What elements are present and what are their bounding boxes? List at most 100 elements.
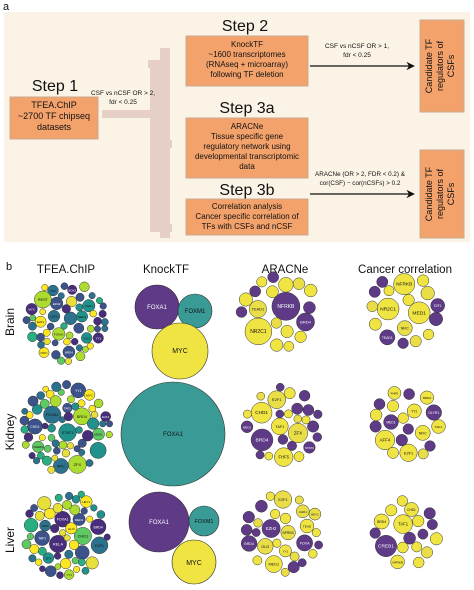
aracne-liver-bubble <box>255 499 268 513</box>
cancer-kidney-bubble-label: FHF5 <box>391 392 399 396</box>
step1-box <box>9 96 99 140</box>
aracne-liver-bubble-label: EZH2 <box>266 526 277 531</box>
tfea-brain-bubble <box>51 339 59 347</box>
cancer-liver-bubble <box>369 527 381 539</box>
aracne-liver-bubble <box>252 555 263 566</box>
aracne-liver-cluster: EZH2FOXAMED1BRD4CHD1E2F1YY1TEADNFRKBGLI3… <box>240 490 323 577</box>
tfea-brain-bubble <box>47 310 61 323</box>
cancer-brain-bubble <box>420 286 435 301</box>
tfea-liver-bubble-label: ZFX <box>46 557 52 561</box>
step3-criteria-line1: ARACNe (OR > 2, FDR < 0.2) & <box>315 171 406 178</box>
knocktf-kidney-label-1: FOXA1 <box>163 432 183 438</box>
cancer-kidney-bubble <box>375 430 395 450</box>
panel-b: b TFEA.ChIP KnockTF ARACNe Cancer correl… <box>3 261 452 585</box>
tfea-liver-bubble <box>69 504 81 516</box>
tfea-brain-bubble <box>60 282 69 290</box>
tfea-liver-bubble <box>71 557 79 565</box>
tfea-liver-bubble <box>34 510 45 521</box>
tfea-brain-bubble <box>51 350 61 360</box>
tfea-brain-bubble <box>63 311 78 325</box>
tfea-kidney-bubble-label: NFIC <box>57 465 65 469</box>
tfea-liver-bubble <box>59 529 67 537</box>
cancer-brain-bubble <box>408 301 431 324</box>
tfea-liver-bubble-label: GLI3 <box>68 527 75 531</box>
tfea-kidney-bubble <box>23 432 34 442</box>
tfea-brain-bubble <box>93 316 102 326</box>
tfea-kidney-bubble <box>85 459 94 467</box>
tfea-liver-bubble-label: BRD4 <box>94 525 103 529</box>
tfea-liver-bubble-label: E2F1 <box>95 544 104 548</box>
tfea-kidney-bubble <box>19 415 30 426</box>
tfea-liver-bubble <box>54 493 63 502</box>
cancer-kidney-bubble-label: BRD4 <box>423 396 431 400</box>
step3a-line4: developmental transcriptomic <box>195 152 299 161</box>
cancer-brain-bubble-label: NFIC <box>401 327 409 331</box>
step3a-box <box>185 117 309 179</box>
output-bottom-line2: regulators of <box>435 168 445 219</box>
tfea-kidney-bubble-label: YY1 <box>75 389 82 393</box>
aracne-kidney-bubble <box>275 382 285 392</box>
column-header-knocktf: KnockTF <box>143 264 189 276</box>
aracne-liver-bubble <box>240 535 258 552</box>
step2-heading: Step 2 <box>222 18 268 35</box>
cancer-liver-bubble <box>396 495 408 507</box>
step2-criteria-line2: fdr < 0.25 <box>343 52 371 59</box>
tfea-liver-bubble <box>64 549 74 559</box>
cancer-brain-bubble <box>368 285 381 298</box>
aracne-liver-bubble <box>308 507 322 521</box>
aracne-brain-bubble <box>294 330 307 343</box>
tfea-brain-bubble <box>29 314 37 322</box>
knocktf-brain-label-1: FOXA1 <box>147 305 167 311</box>
cancer-kidney-bubble <box>397 412 409 424</box>
aracne-brain-bubble-label: TEAD1 <box>252 307 265 312</box>
step2-line2: ~1600 transcriptomes <box>208 50 285 59</box>
row-label-kidney: Kidney <box>3 414 17 451</box>
cancer-brain-bubble-label: NFRKB <box>396 282 412 288</box>
cancer-kidney-bubble <box>395 434 408 447</box>
step1-box-line3: datasets <box>37 122 72 132</box>
tfea-brain-bubble <box>27 331 38 342</box>
cancer-brain-bubble <box>429 312 443 326</box>
aracne-kidney-bubble-label: CHD1 <box>255 410 268 415</box>
cancer-liver-bubble <box>426 519 438 530</box>
aracne-liver-bubble <box>289 551 300 562</box>
step3b-heading: Step 3b <box>219 182 274 199</box>
tfea-brain-bubble <box>100 318 109 326</box>
cancer-kidney-bubble <box>369 408 383 422</box>
cancer-kidney-bubble <box>431 419 446 434</box>
row-label-liver: Liver <box>3 527 17 553</box>
tfea-liver-bubble <box>90 536 109 554</box>
tfea-liver-bubble <box>68 539 80 550</box>
aracne-brain-bubble <box>304 283 318 298</box>
tfea-kidney-bubble <box>89 442 107 459</box>
tfea-kidney-bubble-label: FOXA1 <box>46 412 59 417</box>
aracne-liver-bubble <box>257 538 274 555</box>
tfea-brain-bubble <box>65 296 78 308</box>
tfea-liver-bubble <box>65 522 78 535</box>
tfea-brain-bubble-label: MED1 <box>78 315 87 319</box>
aracne-kidney-bubble <box>288 423 308 444</box>
cancer-kidney-bubble <box>425 404 442 421</box>
cancer-kidney-bubble <box>424 440 436 452</box>
tfea-liver-bubble-label: HEY1 <box>82 500 90 504</box>
step3a-line2: Tissue specific gene <box>211 132 284 141</box>
tfea-kidney-bubble <box>82 430 94 442</box>
cancer-kidney-bubble <box>417 448 429 460</box>
tfea-kidney-bubble <box>21 440 30 449</box>
cancer-kidney-bubble <box>420 390 434 405</box>
aracne-kidney-bubble-label: FHF5 <box>278 455 289 460</box>
step3b-line3: TFs with CSFs and nCSF <box>202 222 293 231</box>
tfea-liver-bubble <box>85 556 99 570</box>
tfea-kidney-bubble-label: STAT3 <box>62 430 75 435</box>
tfea-brain-bubble <box>39 308 46 316</box>
tfea-brain-bubble <box>46 322 55 331</box>
tfea-kidney-bubble <box>20 425 29 434</box>
tfea-liver-bubble <box>56 571 64 579</box>
tfea-brain-bubble-label: CHD1 <box>85 304 93 308</box>
aracne-liver-bubble <box>308 549 318 559</box>
aracne-liver-bubble-label: E2F1 <box>278 497 287 502</box>
tfea-brain-bubble <box>92 332 104 344</box>
